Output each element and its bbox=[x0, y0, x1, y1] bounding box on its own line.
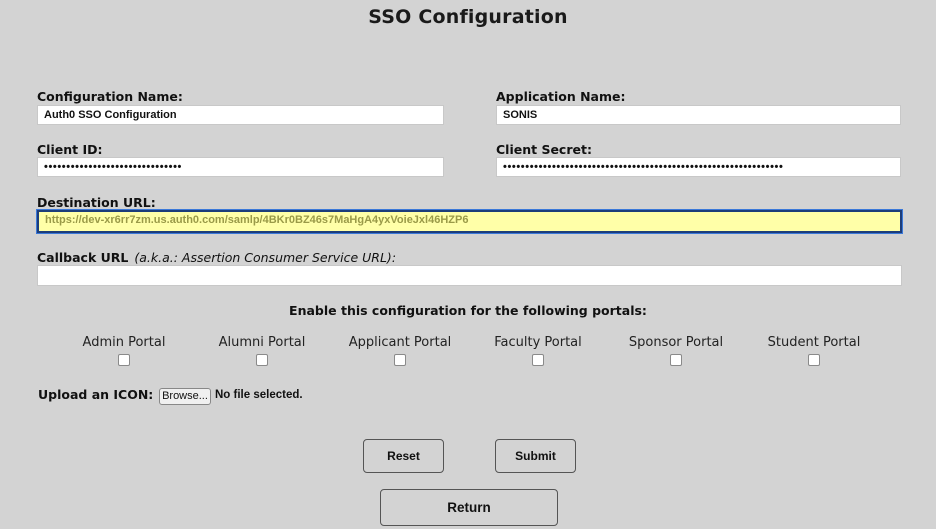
application-name-input[interactable]: SONIS bbox=[496, 105, 901, 125]
portal-applicant-label: Applicant Portal bbox=[348, 335, 452, 350]
portal-admin-checkbox[interactable] bbox=[118, 354, 130, 366]
portal-sponsor-label: Sponsor Portal bbox=[628, 335, 724, 350]
callback-url-label-text: Callback URL bbox=[37, 250, 129, 265]
client-id-input[interactable]: ••••••••••••••••••••••••••••••• bbox=[37, 157, 444, 177]
client-id-label: Client ID: bbox=[37, 142, 103, 157]
page-title: SSO Configuration bbox=[368, 6, 568, 28]
browse-button[interactable]: Browse... bbox=[159, 388, 211, 405]
callback-url-aka-text: (a.k.a.: Assertion Consumer Service URL)… bbox=[134, 250, 397, 265]
submit-button[interactable]: Submit bbox=[495, 439, 576, 473]
portal-applicant: Applicant Portal bbox=[330, 335, 470, 366]
destination-url-input[interactable]: https://dev-xr6rr7zm.us.auth0.com/samlp/… bbox=[36, 209, 903, 234]
portal-student-checkbox[interactable] bbox=[808, 354, 820, 366]
return-button[interactable]: Return bbox=[380, 489, 558, 526]
callback-url-input[interactable] bbox=[37, 265, 902, 286]
destination-url-label: Destination URL: bbox=[37, 195, 156, 210]
application-name-label: Application Name: bbox=[496, 89, 626, 104]
callback-url-label: Callback URL (a.k.a.: Assertion Consumer … bbox=[37, 250, 396, 265]
reset-button[interactable]: Reset bbox=[363, 439, 444, 473]
configuration-name-label: Configuration Name: bbox=[37, 89, 183, 104]
portal-faculty: Faculty Portal bbox=[468, 335, 608, 366]
portal-applicant-checkbox[interactable] bbox=[394, 354, 406, 366]
portal-faculty-label: Faculty Portal bbox=[494, 335, 582, 350]
portal-sponsor-checkbox[interactable] bbox=[670, 354, 682, 366]
portal-faculty-checkbox[interactable] bbox=[532, 354, 544, 366]
upload-icon-label: Upload an ICON: bbox=[38, 387, 154, 402]
portal-sponsor: Sponsor Portal bbox=[606, 335, 746, 366]
portal-student-label: Student Portal bbox=[767, 335, 861, 350]
portal-admin: Admin Portal bbox=[54, 335, 194, 366]
file-status-text: No file selected. bbox=[215, 389, 303, 401]
portal-admin-label: Admin Portal bbox=[82, 335, 166, 350]
portal-alumni-checkbox[interactable] bbox=[256, 354, 268, 366]
portal-student: Student Portal bbox=[744, 335, 884, 366]
portals-heading: Enable this configuration for the follow… bbox=[289, 303, 647, 318]
client-secret-input[interactable]: ••••••••••••••••••••••••••••••••••••••••… bbox=[496, 157, 901, 177]
portal-alumni-label: Alumni Portal bbox=[218, 335, 306, 350]
client-secret-label: Client Secret: bbox=[496, 142, 592, 157]
configuration-name-input[interactable]: Auth0 SSO Configuration bbox=[37, 105, 444, 125]
portal-alumni: Alumni Portal bbox=[192, 335, 332, 366]
